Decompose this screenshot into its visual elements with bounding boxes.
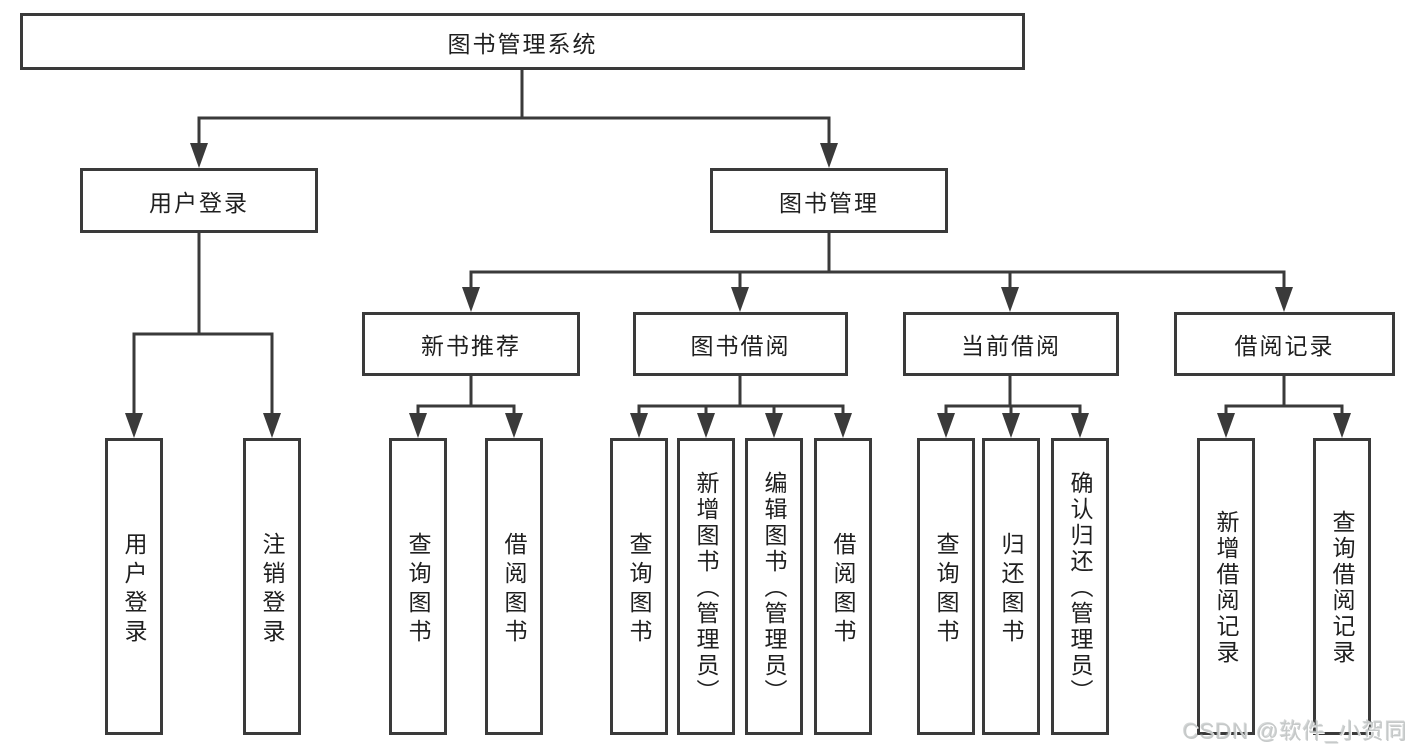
leaf-user-login-label: 用户登录: [121, 531, 147, 648]
leaf-add-borrow-record: 新增借阅记录: [1197, 438, 1255, 735]
node-borrow-records-label: 借阅记录: [1234, 333, 1335, 359]
node-user-login-label: 用户登录: [149, 189, 249, 216]
leaf-query-book-borrow-label: 查询图书: [626, 531, 652, 648]
leaf-query-book-borrow: 查询图书: [610, 438, 668, 735]
leaf-borrow-book-recommend-label: 借阅图书: [501, 531, 527, 648]
node-new-book-recommend-label: 新书推荐: [421, 333, 521, 359]
leaf-logout-label: 注销登录: [259, 531, 285, 648]
arrowheads: [125, 143, 1351, 438]
node-current-borrow: 当前借阅: [903, 312, 1119, 376]
leaf-query-book-recommend: 查询图书: [389, 438, 447, 735]
leaf-borrow-book-borrow-label: 借阅图书: [830, 531, 856, 648]
leaf-add-book-admin-label: 新增图书（管理员）: [693, 471, 719, 705]
node-current-borrow-label: 当前借阅: [961, 333, 1061, 359]
leaf-return-book-label: 归还图书: [998, 531, 1024, 648]
leaf-edit-book-admin-label: 编辑图书（管理员）: [761, 471, 787, 705]
leaf-query-book-current-label: 查询图书: [933, 531, 959, 648]
leaf-logout: 注销登录: [243, 438, 301, 735]
node-book-management-label: 图书管理: [779, 189, 879, 216]
leaf-borrow-book-borrow: 借阅图书: [814, 438, 872, 735]
node-book-management: 图书管理: [710, 168, 948, 233]
node-borrow-records: 借阅记录: [1174, 312, 1395, 376]
leaf-query-borrow-record-label: 查询借阅记录: [1329, 510, 1355, 666]
leaf-confirm-return-admin: 确认归还（管理员）: [1051, 438, 1109, 735]
node-new-book-recommend: 新书推荐: [362, 312, 580, 376]
leaf-borrow-book-recommend: 借阅图书: [485, 438, 543, 735]
node-root-label: 图书管理系统: [447, 30, 598, 57]
leaf-query-book-recommend-label: 查询图书: [405, 531, 431, 648]
node-book-borrow-label: 图书借阅: [690, 333, 791, 359]
leaf-query-book-current: 查询图书: [917, 438, 975, 735]
leaf-edit-book-admin: 编辑图书（管理员）: [745, 438, 803, 735]
leaf-user-login: 用户登录: [105, 438, 163, 735]
leaf-return-book: 归还图书: [982, 438, 1040, 735]
leaf-add-borrow-record-label: 新增借阅记录: [1213, 510, 1239, 666]
node-root: 图书管理系统: [20, 13, 1025, 70]
leaf-query-borrow-record: 查询借阅记录: [1313, 438, 1371, 735]
node-book-borrow: 图书借阅: [633, 312, 848, 376]
csdn-watermark: CSDN @软件_小贺同学: [1183, 719, 1405, 744]
node-user-login: 用户登录: [80, 168, 318, 233]
leaf-confirm-return-admin-label: 确认归还（管理员）: [1067, 471, 1093, 705]
leaf-add-book-admin: 新增图书（管理员）: [677, 438, 735, 735]
